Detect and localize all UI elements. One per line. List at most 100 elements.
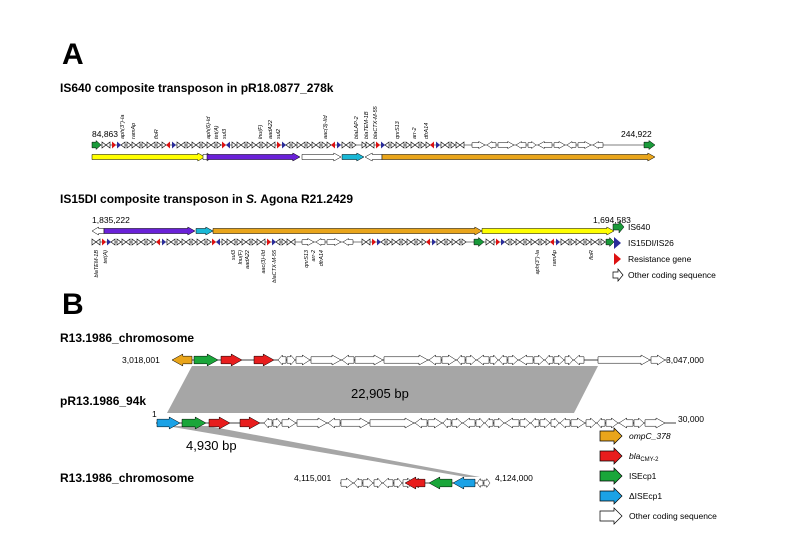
- cds-arrow: [353, 477, 363, 489]
- orange-segment: [212, 226, 483, 236]
- track-a1: [91, 139, 656, 162]
- cds-arrow: [161, 141, 167, 149]
- cds-arrow: [564, 354, 574, 366]
- cds-arrow: [605, 417, 619, 429]
- cds-arrow: [564, 238, 570, 246]
- panel-b-label: B: [62, 288, 84, 321]
- svg-text:IS640: IS640: [628, 222, 650, 232]
- cds-arrow: [553, 354, 565, 366]
- cds-arrow: [406, 238, 412, 246]
- cds-arrow: [527, 140, 537, 150]
- cds-arrow: [326, 238, 342, 246]
- is15di-marker: [432, 238, 436, 246]
- cds-arrow: [486, 141, 497, 149]
- cds-arrow: [195, 141, 201, 149]
- cds-arrow: [255, 141, 261, 149]
- cds-arrow: [245, 238, 251, 246]
- cds-arrow: [176, 141, 182, 149]
- is15di-marker: [381, 141, 385, 149]
- cds-arrow: [101, 141, 107, 149]
- cds-arrow: [537, 141, 553, 149]
- cds-arrow: [361, 141, 367, 149]
- cds-arrow: [493, 417, 505, 429]
- track-a1-end: 244,922: [621, 129, 652, 139]
- is15di-marker: [162, 238, 166, 246]
- gene-label: blaCTX-M-55: [373, 105, 379, 139]
- cds-arrow: [391, 238, 397, 246]
- legend-b-disecp1: ΔISEcp1: [599, 487, 662, 505]
- resistance-gene-marker: [331, 141, 335, 149]
- cds-arrow: [455, 238, 461, 246]
- bla-cmy2-arrow: [220, 353, 243, 367]
- track-b1-start: 3,018,001: [122, 355, 160, 365]
- track-a1-title: IS640 composite transposon in pR18.0877_…: [60, 81, 334, 95]
- is15di-marker: [216, 238, 220, 246]
- cds-arrow: [176, 238, 182, 246]
- gene-label: aph(3'')-Ia: [120, 115, 126, 139]
- resistance-gene-marker: [372, 238, 376, 246]
- cds-arrow: [191, 141, 197, 149]
- cds-arrow: [275, 238, 281, 246]
- cds-arrow: [341, 141, 347, 149]
- yellow-segment: [91, 152, 206, 162]
- cds-arrow: [504, 238, 510, 246]
- gene-label: floR: [589, 250, 595, 260]
- cds-arrow: [386, 238, 392, 246]
- cds-arrow: [395, 238, 401, 246]
- track-b1: [171, 353, 668, 367]
- resistance-gene-marker: [426, 238, 430, 246]
- cyan-segment: [341, 152, 365, 162]
- is15di-marker: [556, 238, 560, 246]
- red-triangle-icon: [614, 253, 621, 265]
- cds-arrow: [369, 417, 415, 429]
- cds-arrow: [446, 238, 452, 246]
- cds-arrow: [327, 417, 341, 429]
- is15di-marker: [377, 238, 381, 246]
- legend-b: ompC_378 blaCMY-2 ISEcp1 ΔISEcp1 Other c…: [599, 427, 717, 525]
- cds-arrow: [465, 354, 477, 366]
- isecp1-arrow: [428, 476, 453, 490]
- cds-arrow: [573, 354, 585, 366]
- cds-arrow: [575, 238, 581, 246]
- resistance-gene-marker: [102, 238, 106, 246]
- cds-arrow: [489, 238, 495, 246]
- cds-arrow: [91, 226, 105, 236]
- gene-label: arr-2: [311, 250, 317, 262]
- cds-arrow: [345, 141, 351, 149]
- gene-label: sul2: [276, 129, 282, 139]
- gene-label: lnu(F): [238, 250, 244, 265]
- disecp1-arrow: [156, 416, 181, 430]
- bla-cmy2-arrow: [208, 416, 231, 430]
- resistance-gene-marker: [376, 141, 380, 149]
- cds-arrow: [310, 354, 342, 366]
- cds-arrow: [530, 238, 536, 246]
- cds-arrow: [231, 141, 237, 149]
- is15di-marker: [172, 141, 176, 149]
- svg-text:blaCMY-2: blaCMY-2: [629, 451, 659, 463]
- cds-arrow: [342, 238, 354, 246]
- svg-text:Other coding sequence: Other coding sequence: [629, 511, 717, 521]
- is15di-marker: [107, 238, 111, 246]
- cds-arrow: [230, 238, 236, 246]
- gene-label: blaTEM-1B: [94, 250, 100, 278]
- is15di-marker: [282, 141, 286, 149]
- track-a1-start: 84,863: [92, 129, 118, 139]
- resistance-gene-marker: [212, 238, 216, 246]
- cds-arrow: [300, 141, 306, 149]
- cds-arrow: [156, 141, 162, 149]
- cds-arrow: [340, 477, 354, 489]
- cds-arrow: [451, 238, 457, 246]
- cds-arrow: [315, 238, 326, 246]
- cds-arrow: [240, 141, 246, 149]
- cds-arrow: [515, 238, 521, 246]
- cds-arrow: [395, 141, 401, 149]
- cds-arrow: [321, 141, 327, 149]
- cds-arrow: [577, 141, 592, 149]
- resistance-gene-marker: [156, 238, 160, 246]
- cds-arrow: [428, 354, 442, 366]
- cds-arrow: [596, 417, 606, 429]
- is640-arrow: [91, 139, 102, 151]
- legend-a-other: Other coding sequence: [612, 268, 716, 282]
- svg-text:ISEcp1: ISEcp1: [629, 471, 657, 481]
